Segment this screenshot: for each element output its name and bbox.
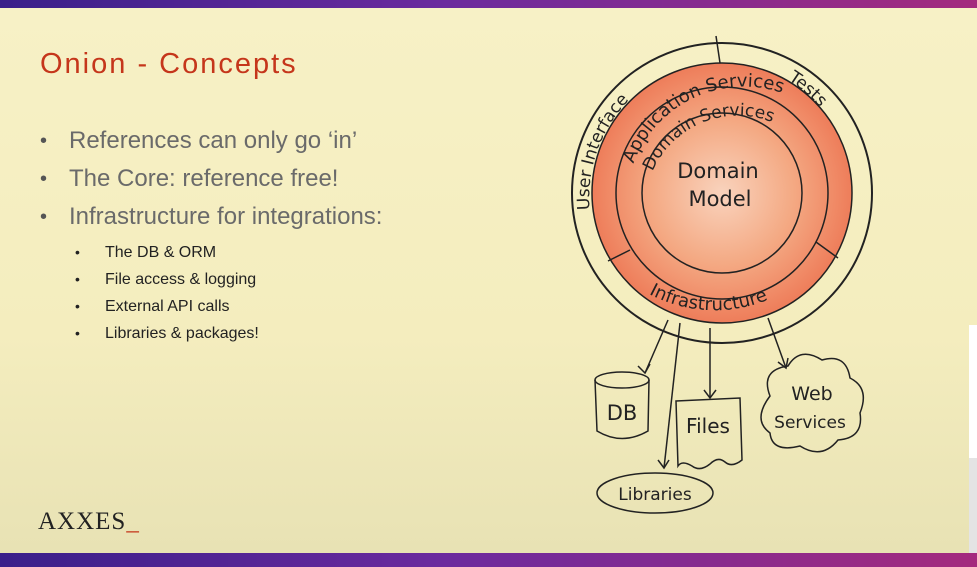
arrowhead-files [703, 389, 717, 400]
arrowhead-web-services [777, 357, 789, 370]
web-services-label-line1: Web [791, 383, 832, 405]
core-label-line2: Model [688, 187, 751, 211]
sub-bullet-list: The DB & ORM File access & logging Exter… [75, 239, 382, 347]
divider-left [607, 249, 631, 262]
files-label: Files [686, 414, 730, 438]
arrow-libraries [663, 322, 681, 469]
libraries-label: Libraries [618, 485, 692, 505]
dependency-arrows [637, 317, 789, 470]
core-label-line1: Domain [677, 159, 759, 183]
onion-diagram: Domain Model Domain Services Application… [571, 35, 873, 514]
libraries-ellipse-icon [596, 472, 714, 514]
domain-model-ring [641, 112, 803, 274]
bullet-list: References can only go ‘in’ The Core: re… [40, 126, 382, 355]
db-cylinder-icon [594, 371, 650, 440]
arrow-web-services [767, 317, 787, 369]
divider-right [815, 241, 839, 259]
web-services-label-line2: Services [774, 413, 846, 433]
divider-top [715, 35, 721, 64]
logo-text: AXXES [38, 508, 127, 535]
db-label: DB [607, 401, 638, 425]
right-edge-panel-lower [969, 458, 977, 553]
slide-title: Onion - Concepts [40, 48, 298, 80]
bullet-core: The Core: reference free! [40, 164, 382, 194]
slide: Onion - Concepts References can only go … [0, 8, 977, 553]
arrow-db [644, 319, 669, 374]
sub-bullet-libraries: Libraries & packages! [75, 320, 382, 347]
outer-ring [571, 42, 873, 344]
bullet-infrastructure: Infrastructure for integrations: The DB … [40, 202, 382, 347]
sub-bullet-api: External API calls [75, 293, 382, 320]
application-services-ring [591, 62, 853, 324]
sub-bullet-db: The DB & ORM [75, 239, 382, 266]
domain-services-ring [615, 86, 829, 300]
arrowhead-db [637, 363, 651, 375]
web-services-cloud-icon [760, 353, 865, 453]
logo-underscore: _ [126, 508, 140, 535]
arrowhead-libraries [657, 459, 670, 470]
axxes-logo: AXXES_ [38, 508, 140, 536]
right-edge-panel [969, 325, 977, 475]
bullet-references: References can only go ‘in’ [40, 126, 382, 156]
sub-bullet-files: File access & logging [75, 266, 382, 293]
files-icon [675, 397, 743, 470]
bullet-infrastructure-label: Infrastructure for integrations: [69, 203, 383, 230]
